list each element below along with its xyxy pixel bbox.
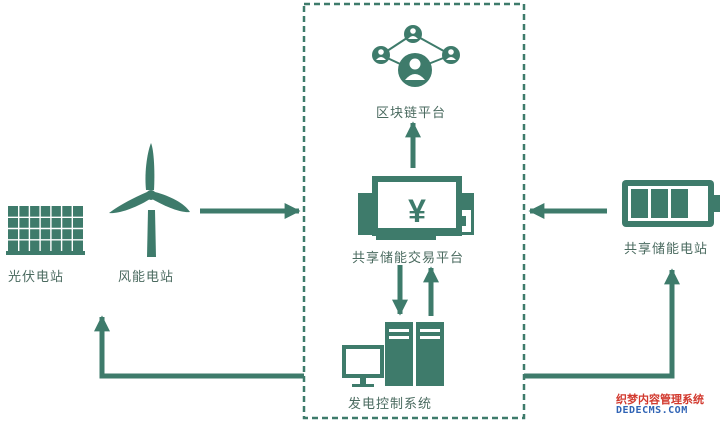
battery-icon — [622, 180, 720, 227]
solar-label: 光伏电站 — [8, 270, 65, 285]
wind-turbine-icon — [109, 143, 190, 257]
arrow-control-to-storage — [524, 268, 681, 379]
trading-label: 共享储能交易平台 — [352, 251, 465, 266]
solar-panel-icon — [6, 206, 85, 255]
svg-text:¥: ¥ — [408, 193, 426, 229]
platform-boundary — [302, 2, 526, 420]
blockchain-label: 区块链平台 — [376, 106, 447, 121]
watermark-url: DEDECMS.COM — [616, 405, 688, 416]
network-people-icon — [372, 25, 460, 87]
arrow-control-to-solar — [93, 315, 304, 379]
storage-label: 共享储能电站 — [624, 242, 709, 257]
server-computer-icon — [342, 322, 444, 387]
control-label: 发电控制系统 — [348, 397, 433, 412]
wind-label: 风能电站 — [118, 270, 175, 285]
trading-terminal-yuan-icon: ¥ — [358, 176, 474, 240]
watermark-title: 织梦内容管理系统 — [616, 393, 704, 406]
